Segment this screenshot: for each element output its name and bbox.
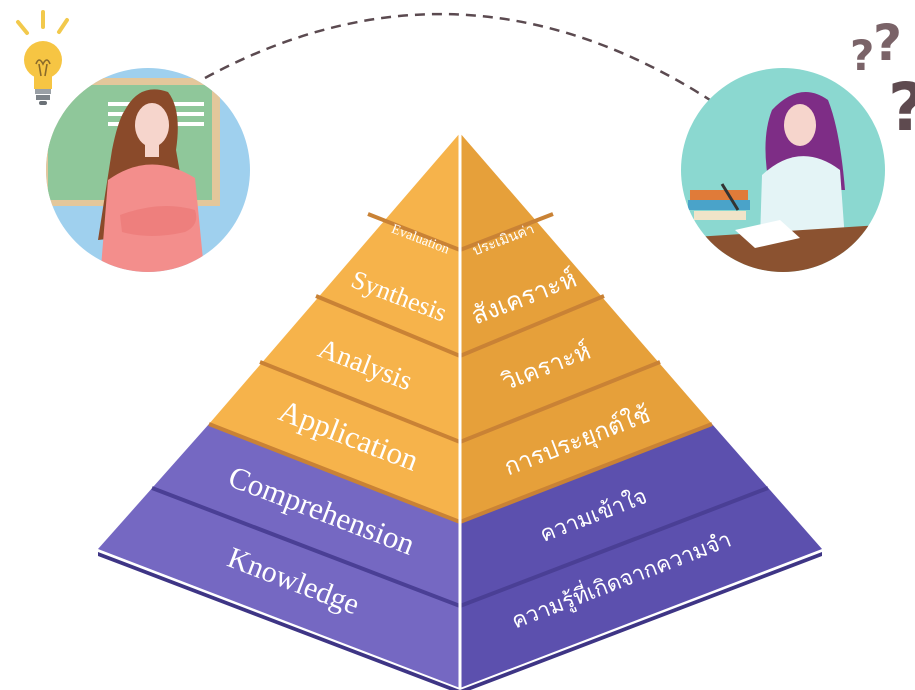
student-avatar [681,68,885,272]
pyramid-lower-right-face [460,424,822,688]
lightbulb-icon [16,10,69,105]
pyramid-upper-left-face [209,133,460,522]
dashed-connector [204,12,711,102]
question-marks-icon: ? ? ? [850,14,915,146]
svg-text:?: ? [888,69,915,146]
teacher-avatar [46,68,250,272]
svg-text:?: ? [873,14,902,72]
svg-text:?: ? [850,31,874,80]
pyramid-lower-left-face [98,424,460,688]
pyramid [98,133,822,688]
pyramid-upper-right-face [460,133,712,522]
